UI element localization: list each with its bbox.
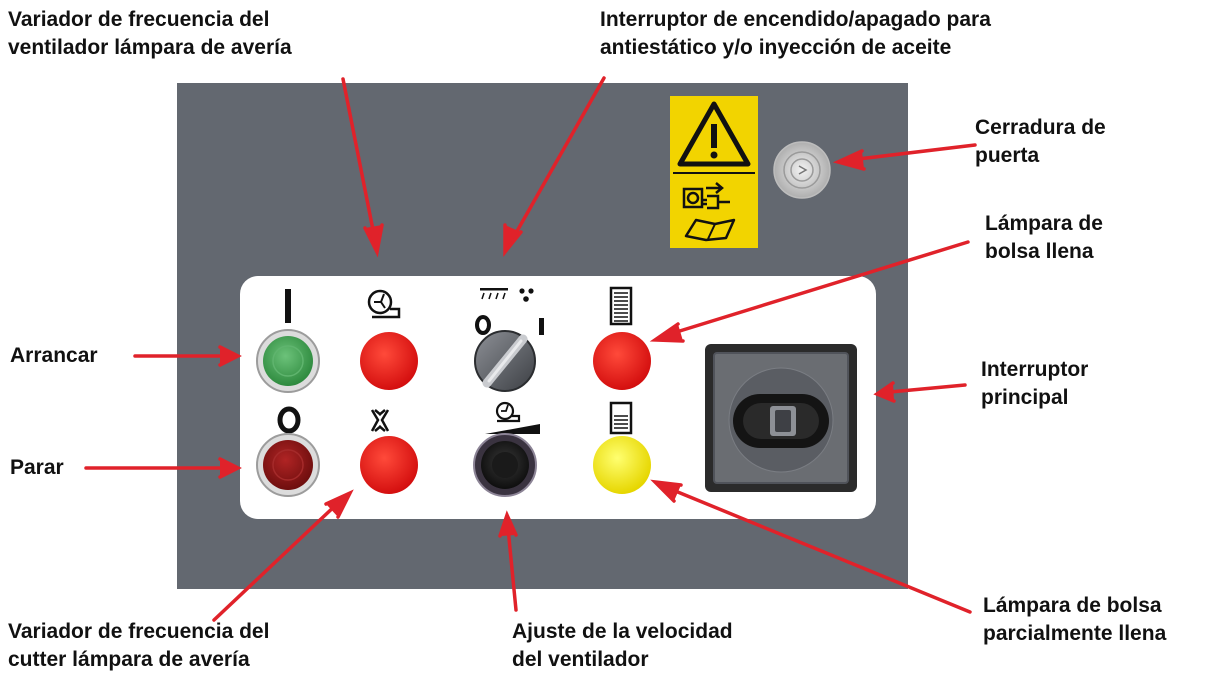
read-manual-icon bbox=[684, 218, 736, 242]
label-fan-vfd-fault-lamp: Variador de frecuencia del ventilador lá… bbox=[8, 8, 292, 59]
off-ring-icon bbox=[277, 406, 301, 434]
antistatic-oil-selector-switch[interactable] bbox=[474, 330, 536, 392]
bag-partial-lamp bbox=[593, 436, 651, 494]
cutter-vfd-fault-lamp bbox=[360, 436, 418, 494]
arrow-bag-full bbox=[649, 240, 970, 343]
arrow-start bbox=[133, 345, 242, 367]
start-button[interactable] bbox=[256, 329, 320, 393]
disconnect-power-icon bbox=[682, 182, 730, 210]
arrow-cutter-vfd-fault bbox=[212, 489, 354, 622]
spray-drops-icon bbox=[480, 288, 534, 302]
label-stop: Parar bbox=[10, 456, 64, 479]
label-main-switch: Interruptor principal bbox=[981, 358, 1089, 409]
label-bag-full-lamp: Lámpara de bolsa llena bbox=[985, 212, 1103, 263]
label-fan-speed-adjust: Ajuste de la velocidad del ventilador bbox=[512, 620, 733, 671]
cutter-icon bbox=[370, 409, 390, 432]
on-bar-icon bbox=[285, 289, 291, 323]
bag-full-icon bbox=[609, 286, 633, 326]
fan-icon bbox=[367, 289, 401, 319]
fan-vfd-fault-lamp bbox=[360, 332, 418, 390]
label-start: Arrancar bbox=[10, 344, 98, 367]
off-position-icon bbox=[475, 315, 491, 335]
main-switch[interactable] bbox=[705, 344, 857, 492]
door-lock[interactable] bbox=[773, 141, 831, 199]
arrow-fan-vfd-fault bbox=[341, 77, 384, 258]
arrow-antistatic-switch bbox=[503, 76, 606, 257]
bag-full-lamp bbox=[593, 332, 651, 390]
label-antistatic-oil-switch: Interruptor de encendido/apagado para an… bbox=[600, 8, 991, 59]
fan-speed-knob[interactable] bbox=[473, 433, 537, 497]
bag-partial-icon bbox=[609, 401, 633, 435]
label-cutter-vfd-fault-lamp: Variador de frecuencia del cutter lámpar… bbox=[8, 620, 270, 671]
arrow-main-switch bbox=[873, 381, 967, 403]
label-bag-partial-lamp: Lámpara de bolsa parcialmente llena bbox=[983, 594, 1167, 645]
warning-triangle-icon bbox=[677, 101, 751, 167]
stop-button[interactable] bbox=[256, 433, 320, 497]
arrow-stop bbox=[84, 457, 242, 479]
fan-speed-ramp-icon bbox=[485, 401, 540, 434]
on-position-icon bbox=[539, 318, 544, 335]
arrow-bag-partial bbox=[650, 479, 972, 614]
warning-label bbox=[670, 96, 758, 248]
arrow-fan-speed bbox=[498, 510, 518, 612]
arrow-door-lock bbox=[832, 143, 977, 171]
label-door-lock: Cerradura de puerta bbox=[975, 116, 1106, 167]
